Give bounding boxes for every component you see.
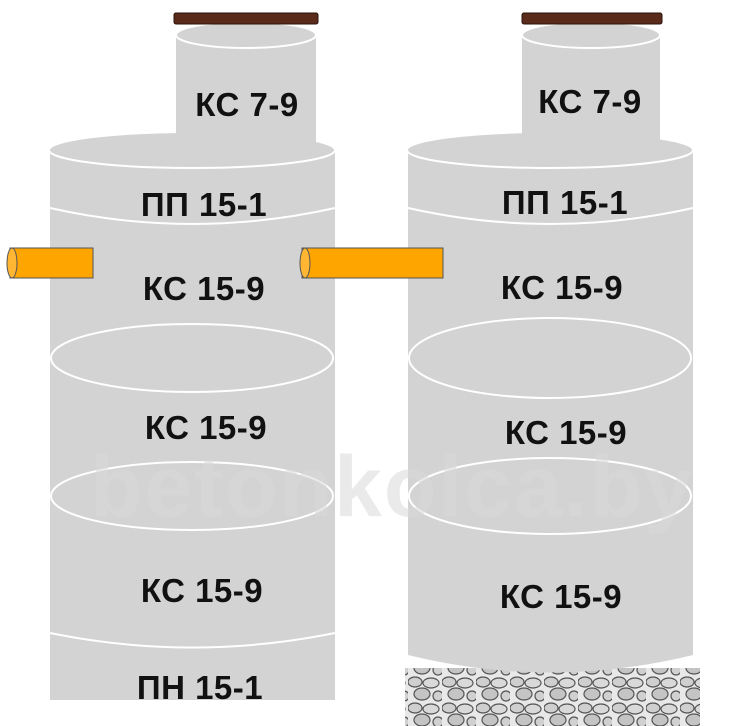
left-bottom-slab-label: ПН 15-1: [136, 669, 264, 706]
left-ring-1-label: КС 15-9: [142, 270, 266, 307]
right-ring-3-label: КС 15-9: [499, 578, 623, 615]
left-ring-seam-2: [50, 461, 334, 531]
right-ring-seam-1: [408, 317, 692, 399]
left-slab-label: ПП 15-1: [140, 186, 268, 223]
right-ring-1-label: КС 15-9: [500, 269, 624, 306]
right-well-body: [408, 150, 693, 673]
right-well: [299, 12, 700, 726]
left-top-ring: [176, 35, 316, 145]
gravel-base: [405, 668, 700, 726]
right-ring-seam-2: [408, 457, 692, 535]
right-top-ring-label: КС 7-9: [538, 83, 642, 120]
left-top-ring-label: КС 7-9: [195, 86, 299, 123]
right-slab-label: ПП 15-1: [501, 184, 629, 221]
left-pipe: [9, 247, 94, 279]
right-top-ring: [522, 35, 660, 145]
left-well-body: [50, 150, 335, 700]
left-ring-2-label: КС 15-9: [144, 409, 268, 446]
left-well: [6, 12, 336, 700]
watermark: betonkolca.by: [90, 439, 695, 535]
left-lid: [173, 12, 319, 25]
right-lid: [521, 12, 663, 25]
left-ring-seam-1: [50, 323, 334, 393]
right-pipe: [301, 247, 444, 279]
left-ring-3-label: КС 15-9: [140, 572, 264, 609]
right-ring-2-label: КС 15-9: [504, 414, 628, 451]
